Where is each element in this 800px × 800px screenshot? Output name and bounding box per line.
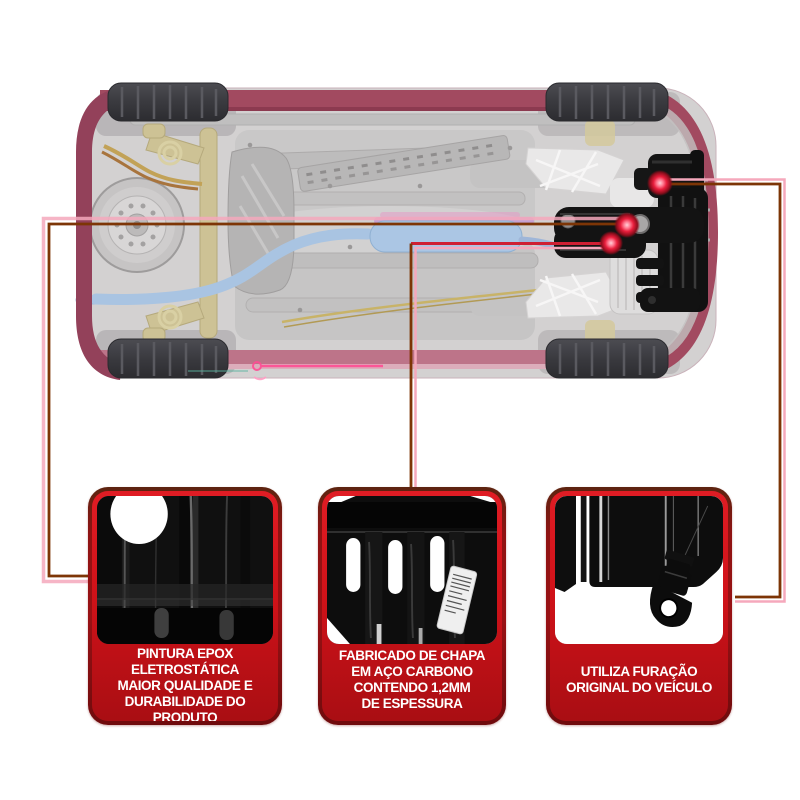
plate-hole [110,496,168,544]
callout-dot-3 [599,231,623,255]
plate-hole [430,536,445,592]
plate-hole [388,540,403,594]
card-label-chapa: FABRICADO DE CHAPA EM AÇO CARBONO CONTEN… [338,648,486,711]
tire-top-left [107,82,229,122]
callout-line-right [660,182,782,599]
card-photo-steel-plate [327,496,497,644]
tire-bottom-left [107,338,229,379]
mounting-bracket-closeup [555,496,723,644]
card-photo-bracket [555,496,723,644]
pink-marks [188,361,383,381]
perforated-crossmember [297,135,511,192]
plate-slot [219,610,234,640]
card-photo-epoxy-plate [97,496,273,644]
callout-dot-1 [647,170,673,196]
muffler-pink-glow [380,212,520,218]
callout-line-left [47,222,627,578]
fixing-bracket [650,549,695,628]
product-sticker [436,565,478,635]
callout-line-right-halo [660,178,786,603]
fuel-tank [227,146,295,295]
card-label-furacao: UTILIZA FURAÇÃO ORIGINAL DO VEÍCULO [566,664,712,695]
feature-card-chapa: FABRICADO DE CHAPA EM AÇO CARBONO CONTEN… [318,487,506,725]
callout-dots [599,170,673,255]
steel-plate-slots-closeup [327,496,497,644]
plate-hole [346,538,361,592]
rear-subframe [101,123,218,343]
feature-card-furacao: UTILIZA FURAÇÃO ORIGINAL DO VEÍCULO [546,487,732,725]
epoxy-painted-plate-closeup [97,496,273,644]
fuel-line [281,286,559,324]
front-subframes [525,120,659,346]
rear-bumper [76,88,122,380]
callout-line-left-halo [41,216,627,584]
card-label-pintura: PINTURA EPOX ELETROSTÁTICA MAIOR QUALIDA… [117,646,253,721]
bracket-hole [659,598,679,619]
feature-card-pintura: PINTURA EPOX ELETROSTÁTICA MAIOR QUALIDA… [88,487,282,725]
plate-slot [154,608,169,638]
callout-line-middle-halo [414,246,611,487]
callout-dot-2 [614,212,640,238]
